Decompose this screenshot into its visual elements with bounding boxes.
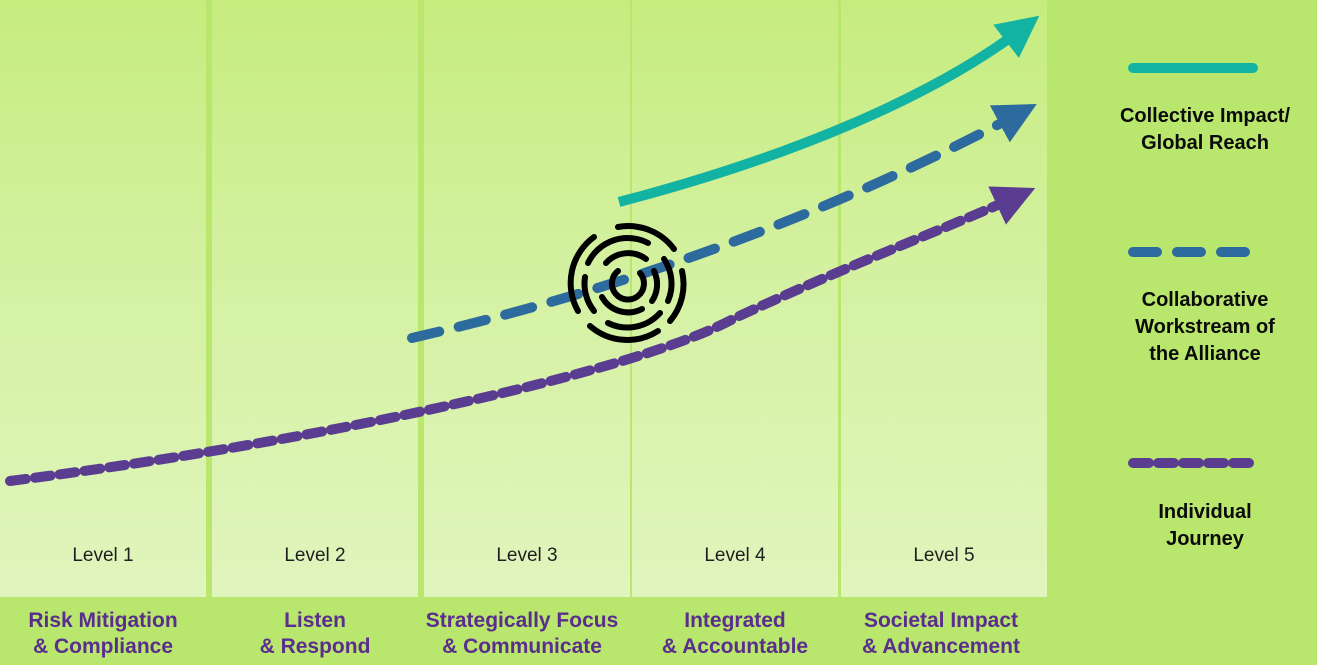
level-label-1: Level 1	[72, 545, 134, 566]
legend-label-collaborative-workstream: Collaborative Workstream of the Alliance	[1135, 289, 1275, 365]
level-label-5: Level 5	[913, 545, 975, 566]
level-column-5	[841, 0, 1047, 597]
level-column-1	[0, 0, 206, 597]
level-label-2: Level 2	[284, 545, 346, 566]
stage-name-3: Strategically Focus & Communicate	[425, 609, 619, 658]
individual-journey-line	[5, 186, 1036, 486]
level-label-3: Level 3	[496, 545, 558, 566]
collective-impact-line	[617, 15, 1040, 207]
level-column-2	[212, 0, 418, 597]
concentric-circle-logo-icon	[567, 223, 687, 343]
collaborative-workstream-line	[407, 104, 1037, 343]
stage-name-1: Risk Mitigation & Compliance	[28, 609, 178, 658]
stage-name-4: Integrated & Accountable	[661, 609, 809, 658]
level-label-4: Level 4	[704, 545, 766, 566]
legend-label-collective-impact: Collective Impact/ Global Reach	[1119, 105, 1291, 154]
stage-name-5: Societal Impact & Advancement	[862, 609, 1020, 658]
legend-label-individual-journey: Individual Journey	[1158, 501, 1252, 550]
stage-name-2: Listen & Respond	[259, 609, 371, 658]
level-column-3	[424, 0, 630, 597]
